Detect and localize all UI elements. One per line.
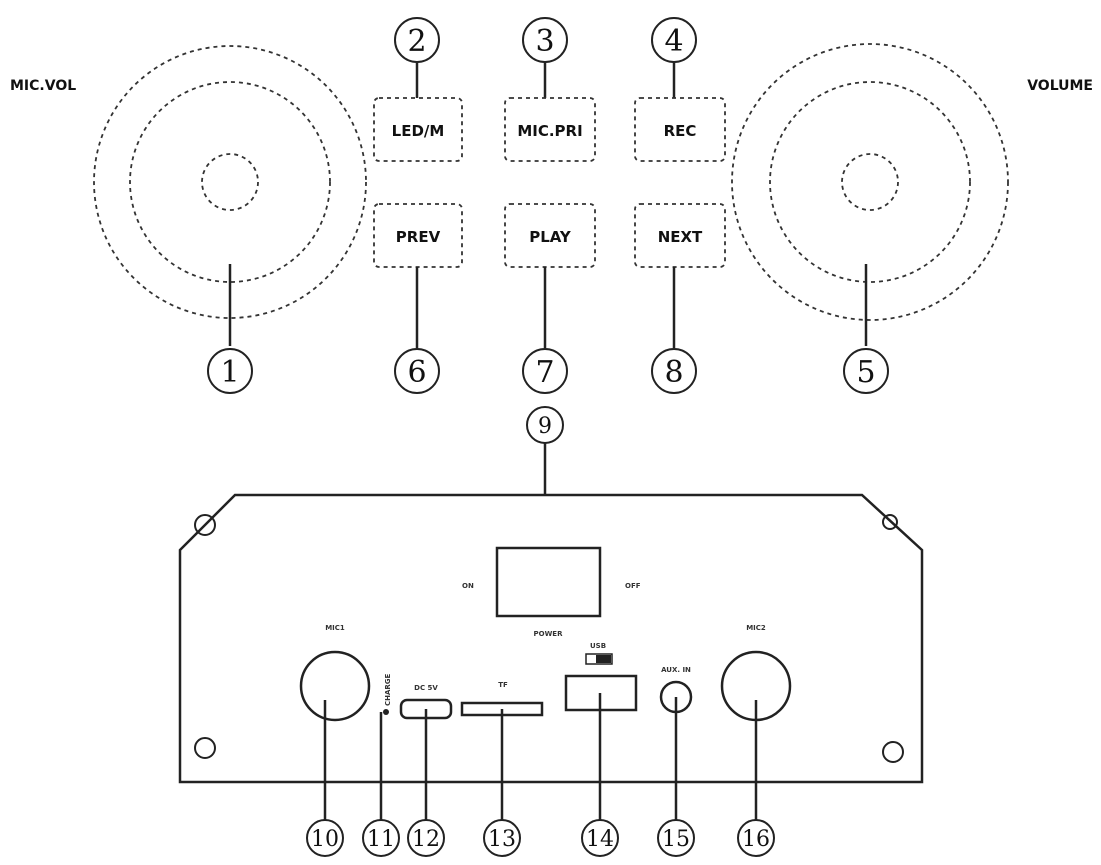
mic-pri-label: MIC.PRI [517, 122, 582, 140]
callout-7-number: 7 [535, 355, 554, 390]
power-on-label: ON [462, 582, 474, 590]
usb-icon [585, 653, 613, 665]
callout-1-number: 1 [220, 355, 239, 390]
callout-6-number: 6 [407, 355, 426, 390]
callout-14: 14 [581, 819, 619, 857]
callout-13-number: 13 [488, 827, 516, 852]
callout-11: 11 [362, 819, 400, 857]
callout-1: 1 [207, 348, 253, 394]
callout-12: 12 [407, 819, 445, 857]
callout-3: 3 [522, 17, 568, 98]
usb-label: USB [590, 642, 606, 650]
callout-16-number: 16 [742, 827, 770, 852]
power-switch[interactable] [495, 546, 602, 618]
callout-6: 6 [394, 267, 440, 394]
mic-vol-label: MIC.VOL [10, 78, 76, 94]
play-button[interactable]: PLAY [504, 203, 596, 268]
power-label: POWER [534, 630, 564, 638]
screw-hole-icon [882, 514, 898, 530]
play-label: PLAY [529, 228, 572, 246]
power-off-label: OFF [625, 582, 641, 590]
callout-7: 7 [522, 267, 568, 394]
next-label: NEXT [658, 228, 703, 246]
callout-10-number: 10 [311, 827, 339, 852]
led-m-label: LED/M [392, 122, 445, 140]
callout-5-number: 5 [856, 355, 875, 390]
screw-hole-icon [194, 514, 216, 536]
callout-2-number: 2 [407, 24, 426, 59]
callout-14-number: 14 [586, 827, 614, 852]
bottom-callout-lines [323, 693, 758, 820]
dc5v-label: DC 5V [414, 684, 438, 692]
mic1-jack[interactable] [299, 650, 371, 722]
rear-panel-body [178, 493, 924, 784]
volume-knob[interactable] [731, 43, 1009, 321]
callout-4-number: 4 [664, 24, 683, 59]
rec-label: REC [664, 122, 697, 140]
callout-15: 15 [657, 819, 695, 857]
callout-9-number: 9 [538, 414, 552, 439]
rec-button[interactable]: REC [634, 97, 726, 162]
callout-12-number: 12 [412, 827, 440, 852]
mic2-label: MIC2 [746, 624, 766, 632]
callout-11-number: 11 [367, 827, 395, 852]
aux-in-label: AUX. IN [661, 666, 691, 674]
callout-3-number: 3 [535, 24, 554, 59]
callout-16: 16 [737, 819, 775, 857]
callout-8: 8 [651, 267, 697, 394]
mic-pri-button[interactable]: MIC.PRI [504, 97, 596, 162]
screw-hole-icon [194, 737, 216, 759]
callout-4: 4 [651, 17, 697, 98]
charge-led-icon [383, 709, 389, 715]
callout-8-number: 8 [664, 355, 683, 390]
charge-label: CHARGE [384, 673, 392, 706]
screw-hole-icon [882, 741, 904, 763]
callout-10: 10 [306, 819, 344, 857]
mic1-label: MIC1 [325, 624, 345, 632]
callout-2: 2 [394, 17, 440, 98]
callout-5: 5 [843, 348, 889, 394]
tf-label: TF [498, 681, 508, 689]
prev-label: PREV [396, 228, 441, 246]
volume-label: VOLUME [1027, 78, 1093, 94]
mic-vol-knob[interactable] [93, 45, 367, 319]
callout-15-number: 15 [662, 827, 690, 852]
next-button[interactable]: NEXT [634, 203, 726, 268]
prev-button[interactable]: PREV [373, 203, 463, 268]
callout-13: 13 [483, 819, 521, 857]
led-m-button[interactable]: LED/M [373, 97, 463, 162]
